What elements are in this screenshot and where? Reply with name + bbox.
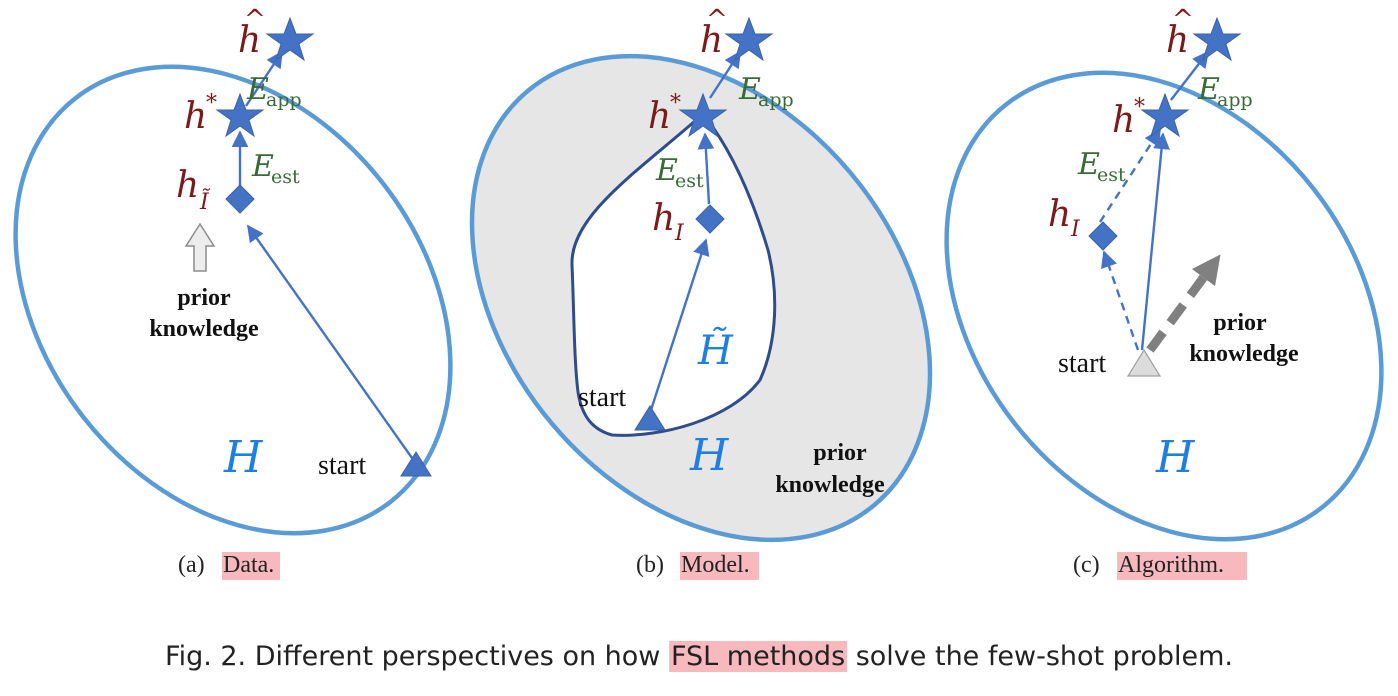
label-restricted-subspace: H̃ bbox=[697, 327, 734, 374]
h-I-diamond bbox=[695, 204, 725, 234]
dashed-arrow-start-to-hI bbox=[1101, 250, 1140, 351]
subcaption-a-prefix: (a) bbox=[178, 552, 205, 578]
h-star-star bbox=[215, 92, 265, 138]
label-start: start bbox=[1058, 348, 1106, 379]
label-h-I-sub: I bbox=[1070, 217, 1081, 242]
arrow-hstar-to-hhat bbox=[1170, 50, 1210, 101]
label-err-est: E bbox=[251, 149, 274, 184]
arrow-start-to-hI bbox=[649, 238, 710, 411]
h-hat-star bbox=[724, 16, 774, 62]
subcaption-b-word: Model. bbox=[681, 552, 750, 578]
hypothesis-space-ellipse bbox=[944, 70, 1384, 542]
label-err-app: E bbox=[246, 72, 269, 107]
prior-knowledge-line-1: prior bbox=[177, 285, 231, 311]
label-hypothesis-space: H bbox=[1155, 432, 1196, 483]
label-hypothesis-space: H bbox=[223, 432, 264, 483]
panel-b: h ^ h * E app E est h I H̃ start H prior… bbox=[469, 5, 933, 580]
start-triangle bbox=[1126, 348, 1162, 377]
h-hat-star bbox=[1192, 16, 1242, 62]
arrow-start-to-hI bbox=[247, 224, 413, 459]
subcaption-a-highlight bbox=[222, 552, 280, 580]
label-hypothesis-space: H bbox=[689, 430, 730, 481]
arrow-hstar-to-hhat bbox=[245, 50, 283, 107]
label-h-star: h bbox=[184, 96, 207, 137]
h-star-star bbox=[678, 92, 728, 138]
hypothesis-space-ellipse bbox=[13, 64, 453, 536]
h-I-diamond bbox=[1088, 221, 1118, 251]
subcaption-b-highlight bbox=[680, 552, 759, 580]
label-h-I-sub: I bbox=[674, 221, 685, 246]
panel-c: h ^ h * E app E est h I prior knowledge … bbox=[944, 5, 1384, 580]
label-err-app-sub: app bbox=[266, 89, 302, 111]
prior-knowledge-line-2: knowledge bbox=[775, 472, 885, 498]
label-err-est-sub: est bbox=[675, 170, 704, 192]
label-err-app-sub: app bbox=[758, 89, 794, 111]
hat-mark: ^ bbox=[1172, 5, 1194, 35]
label-err-est-sub: est bbox=[271, 166, 300, 188]
arrow-hI-to-hstar bbox=[697, 132, 715, 205]
h-star-star bbox=[1140, 92, 1190, 138]
subcaption-c-highlight bbox=[1117, 552, 1247, 580]
label-h-I-sub: Ĩ bbox=[199, 187, 211, 215]
label-err-app: E bbox=[738, 72, 761, 107]
star-superscript: * bbox=[670, 91, 681, 116]
prior-knowledge-line-1: prior bbox=[1213, 310, 1267, 336]
label-start: start bbox=[578, 382, 626, 413]
label-h-hat: h bbox=[238, 20, 261, 61]
prior-knowledge-arrow bbox=[184, 222, 216, 272]
start-triangle bbox=[400, 451, 432, 477]
label-err-est-sub: est bbox=[1097, 164, 1126, 186]
subcaption-c-prefix: (c) bbox=[1073, 552, 1100, 578]
prior-knowledge-line-2: knowledge bbox=[149, 316, 259, 342]
h-I-diamond bbox=[225, 184, 255, 214]
prior-knowledge-line-1: prior bbox=[813, 440, 867, 466]
subcaption-c-word: Algorithm. bbox=[1118, 552, 1224, 578]
label-h-I: h bbox=[1048, 194, 1071, 235]
figure-caption-suffix: solve the few-shot problem. bbox=[847, 641, 1233, 672]
restricted-subspace-region bbox=[570, 111, 777, 437]
label-h-star: h bbox=[648, 96, 671, 137]
figure-caption-highlight: FSL methods bbox=[668, 641, 848, 672]
arrow-start-to-hstar bbox=[1140, 132, 1170, 351]
figure: h ^ h * E app E est h Ĩ prior knowledge … bbox=[13, 5, 1384, 580]
h-hat-star bbox=[265, 16, 315, 62]
figure-caption-prefix: Fig. 2. Different perspectives on how bbox=[165, 641, 669, 672]
label-start: start bbox=[318, 450, 366, 481]
prior-knowledge-arrow bbox=[1146, 254, 1221, 353]
label-h-star: h bbox=[1112, 100, 1135, 141]
label-h-I: h bbox=[176, 165, 199, 206]
star-superscript: * bbox=[1134, 95, 1145, 120]
prior-knowledge-line-2: knowledge bbox=[1189, 341, 1299, 367]
subcaption-a-word: Data. bbox=[223, 552, 274, 578]
label-h-I: h bbox=[652, 198, 675, 239]
label-h-hat: h bbox=[1166, 20, 1189, 61]
panel-a: h ^ h * E app E est h Ĩ prior knowledge … bbox=[13, 5, 453, 580]
label-h-hat: h bbox=[700, 20, 723, 61]
label-err-app-sub: app bbox=[1217, 89, 1253, 111]
dashed-arrow-hI-to-hstar bbox=[1098, 128, 1162, 223]
label-err-est: E bbox=[1077, 147, 1100, 182]
start-triangle bbox=[634, 405, 666, 431]
figure-caption: Fig. 2. Different perspectives on how FS… bbox=[0, 641, 1398, 672]
label-err-app: E bbox=[1197, 72, 1220, 107]
star-superscript: * bbox=[206, 91, 217, 116]
label-err-est: E bbox=[655, 153, 678, 188]
subcaption-b-prefix: (b) bbox=[636, 552, 664, 578]
hat-mark: ^ bbox=[706, 5, 728, 35]
hat-mark: ^ bbox=[244, 5, 266, 35]
